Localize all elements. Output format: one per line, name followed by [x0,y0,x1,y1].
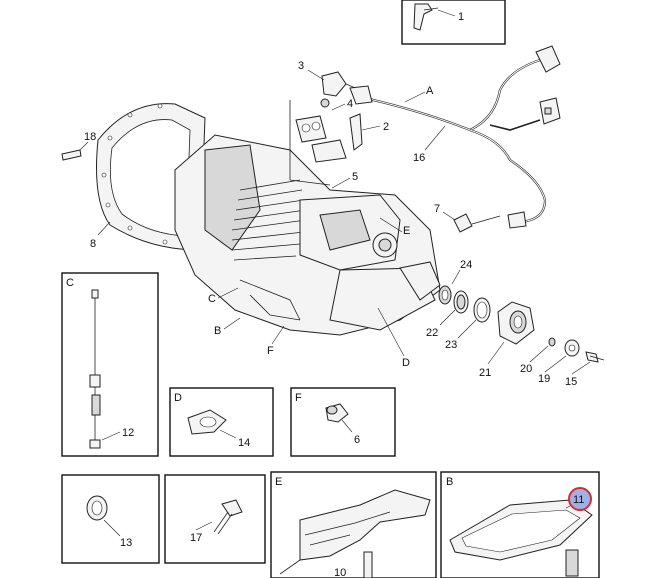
inset-D: D 14 [169,387,274,457]
callout-18: 18 [84,131,96,143]
callout-6: 6 [354,434,360,446]
inset-B: B 11 [440,471,600,578]
callout-8: 8 [90,238,96,250]
letter-A: A [426,85,434,97]
sensor-7: 7 [434,203,501,233]
callout-1: 1 [458,11,464,23]
callout-14: 14 [238,437,250,449]
wiring-harness: A 16 [349,45,561,229]
bolt-15: 15 [565,351,605,388]
callout-3: 3 [298,60,304,72]
seal-22: 22 [426,290,469,339]
letter-B: B [214,325,221,337]
bolt-18: 18 [61,131,96,161]
inset-label-B: B [446,476,453,488]
washer-19: 19 [538,339,580,385]
callout-15: 15 [565,376,577,388]
inset-F: F 6 [290,387,396,457]
callout-23: 23 [445,339,457,351]
callout-17: 17 [190,532,202,544]
letter-F: F [267,345,274,357]
callout-5: 5 [352,171,358,183]
inset-part-1: 1 [401,0,506,45]
inset-label-C: C [66,277,74,289]
callout-11-highlight[interactable]: 11 [568,487,592,511]
gasket-bracket [289,100,347,186]
flange-21: 21 [479,301,535,379]
callout-19: 19 [538,373,550,385]
inset-E: E 10 [270,471,437,578]
callout-4: 4 [347,98,353,110]
inset-part-17: 17 [164,474,266,564]
callout-12: 12 [122,427,134,439]
callout-24: 24 [460,259,472,271]
callout-21: 21 [479,367,491,379]
callout-2: 2 [383,121,389,133]
transmission-housing [174,134,441,336]
inset-C: C 12 [61,272,159,457]
seal-24: 24 [438,259,472,305]
oring-20: 20 [520,337,556,375]
callout-7: 7 [434,203,440,215]
callout-13: 13 [120,537,132,549]
letter-C: C [208,293,216,305]
letter-E: E [403,225,410,237]
callout-11: 11 [573,494,584,506]
bracket-2: 2 [349,113,389,151]
inset-part-13: 13 [61,474,160,564]
inset-label-E: E [275,476,282,488]
callout-22: 22 [426,327,438,339]
inset-label-D: D [174,392,182,404]
sensor-3: 3 [298,60,361,108]
callout-16: 16 [413,152,425,164]
callout-10: 10 [334,567,346,578]
inset-label-F: F [295,392,302,404]
letter-D: D [402,357,410,369]
callout-20: 20 [520,363,532,375]
ring-23: 23 [445,297,491,351]
